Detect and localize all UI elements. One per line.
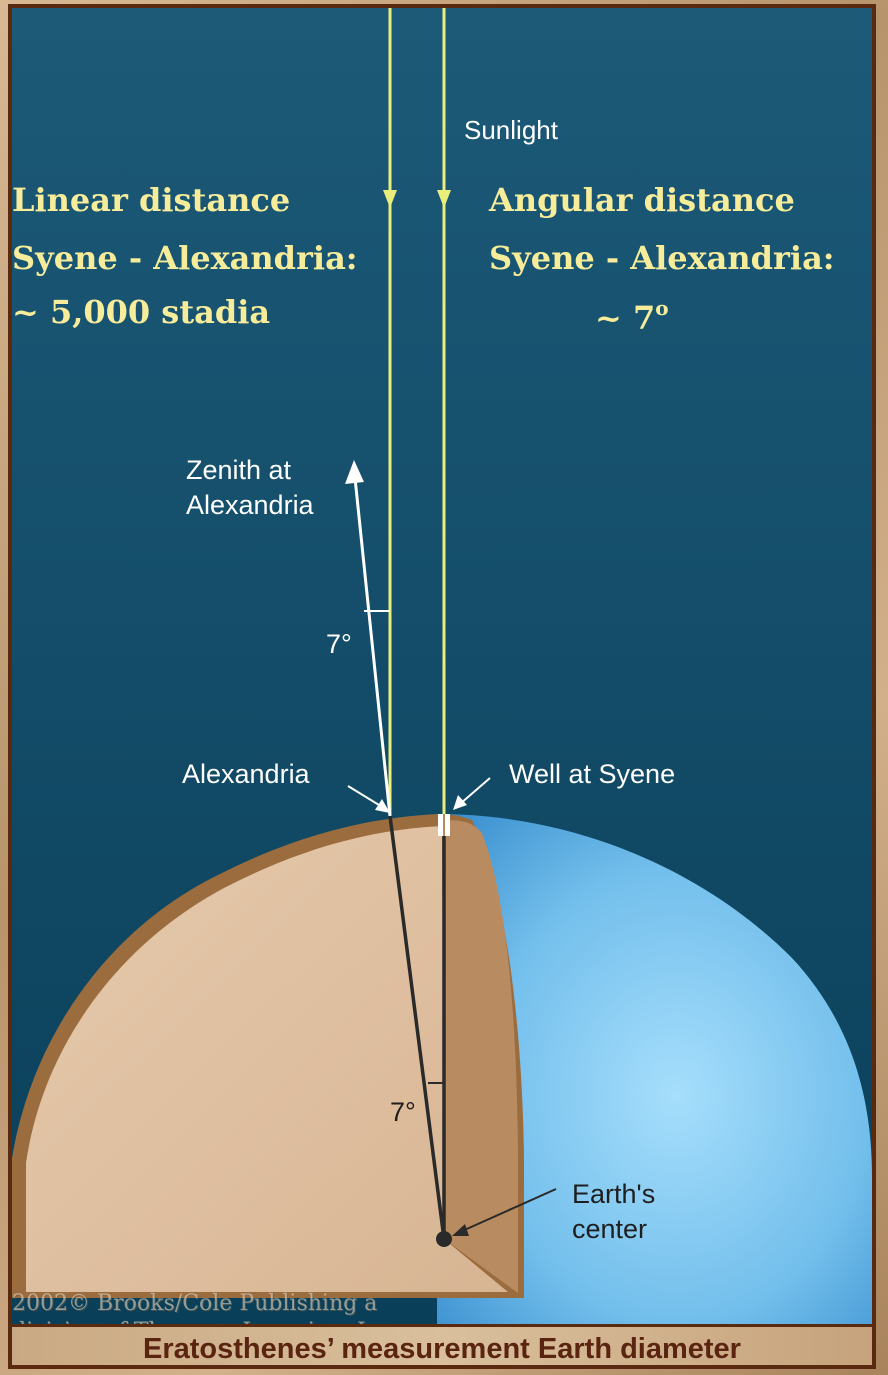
copyright-line1: 2002© Brooks/Cole Publishing a [12,1291,378,1316]
well-at-syene-label: Well at Syene [509,759,676,789]
well-pointer [459,777,491,805]
alexandria-label: Alexandria [182,759,310,789]
slide-caption: Eratosthenes’ measurement Earth diameter [143,1333,741,1365]
zenith-label-line1: Zenith at [186,455,292,485]
earth-center-pointer-head [452,1224,469,1236]
linear-distance-line1: Linear distance [12,181,291,219]
zenith-arrow [353,477,392,817]
angle-top-label: 7° [326,629,352,659]
diagram-panel: Linear distance Syene - Alexandria: ~ 5,… [8,4,876,1369]
radius-alexandria [388,815,446,1240]
earth-center-pointer [459,1188,557,1233]
angular-distance-line1: Angular distance [489,181,795,219]
caption-bar: Eratosthenes’ measurement Earth diameter [12,1324,872,1365]
eratosthenes-diagram [12,8,872,1324]
angular-distance-line2: Syene - Alexandria: [489,239,835,277]
earth-section-face [26,826,508,1292]
sun-ray-arrow-right [437,190,451,208]
earth-section-side [444,820,518,1293]
alexandria-pointer-head [375,799,390,813]
earth-center-label-line2: center [572,1214,648,1244]
sunlight-label: Sunlight [464,115,558,145]
angle-center-label: 7° [390,1097,416,1127]
zenith-arrow-head [345,460,364,484]
earth-center-dot [436,1231,452,1247]
angular-distance-value: ~ 7 [595,299,656,337]
earth-globe [437,814,872,1324]
linear-distance-line3: ~ 5,000 stadia [12,293,271,331]
linear-distance-line2: Syene - Alexandria: [12,239,358,277]
alexandria-pointer [347,785,385,809]
degree-superscript: o [655,296,669,320]
sun-ray-arrow-left [383,190,397,208]
well-pointer-head [453,795,467,810]
zenith-label-line2: Alexandria [186,490,314,520]
earth-center-label-line1: Earth's [572,1179,656,1209]
angular-distance-line3: ~ 7o [595,298,669,334]
